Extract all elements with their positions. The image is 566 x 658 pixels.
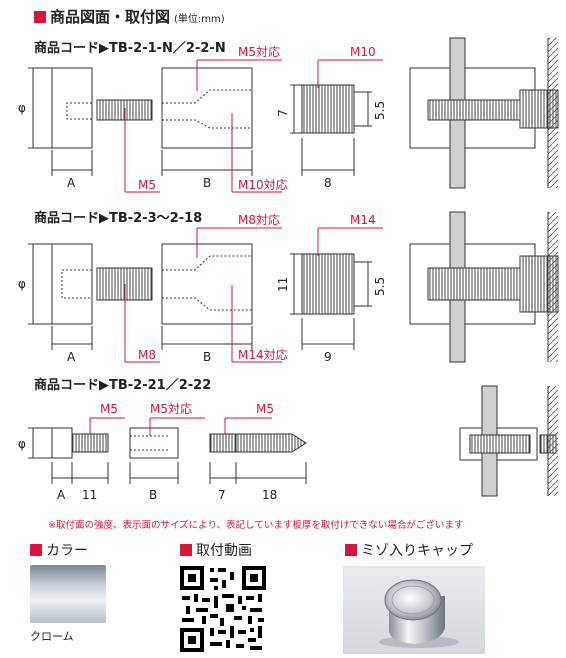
product-code-2: 商品コード▶TB-2-3〜2-18 [34, 211, 203, 226]
row3-dim-b: B [149, 488, 157, 502]
screw-m14 [301, 253, 355, 315]
mounting-note: ※取付面の強度、表示面のサイズにより、表記しています板厚を取付けできない場合がご… [48, 520, 464, 531]
row3-dim-7: 7 [218, 488, 226, 502]
cap-a-3 [51, 427, 73, 459]
cap-photo-illustration [379, 579, 459, 648]
row3-leaders [89, 417, 272, 436]
chrome-caption: クローム [30, 630, 74, 643]
body-b-3 [129, 427, 179, 459]
row2-dim-a: A [67, 350, 76, 364]
row3-m5-right: M5 [256, 402, 274, 416]
row1-m5-taio: M5対応 [238, 45, 280, 59]
asm3-wall [548, 386, 558, 496]
row2-leaders [124, 227, 383, 363]
section-cap-label: ミゾ入りキャップ [361, 543, 473, 559]
row2-dim-5-5: 5.5 [373, 277, 387, 296]
cap-photo [343, 566, 485, 654]
row2-m14-taio: M14対応 [238, 348, 288, 362]
asm2-wall [548, 212, 558, 362]
row1-dim-7: 7 [276, 109, 290, 117]
row2-dim-11: 11 [276, 277, 290, 292]
row3-assembly [459, 385, 558, 497]
page-title: 商品図面・取付図(単位:mm) [34, 6, 225, 27]
cap-a-hole-2 [61, 269, 92, 299]
row3-m5-taio: M5対応 [150, 402, 192, 416]
row2-m14: M14 [350, 213, 376, 227]
body-b-1 [161, 67, 253, 149]
row1-m5: M5 [138, 178, 156, 192]
section-cap-title: ミゾ入りキャップ [345, 540, 473, 560]
screw-m10 [301, 84, 355, 134]
body-b-hole-3 [130, 435, 168, 451]
row3-dim-a: A [57, 488, 66, 502]
section-color-label: カラー [46, 543, 88, 559]
row1-dim-a: A [67, 176, 76, 190]
row1-phi: φ [18, 101, 26, 115]
row1-dim-b: B [203, 176, 211, 190]
section-marker [180, 544, 192, 556]
row2-dim-b: B [203, 350, 211, 364]
row3-phi: φ [18, 437, 26, 451]
body-b-hole-2 [162, 255, 252, 311]
body-b-2 [161, 243, 253, 325]
chrome-swatch [30, 565, 106, 623]
row2-assembly [409, 211, 559, 363]
row3-dim-11: 11 [82, 488, 97, 502]
unit-label: (単位:mm) [174, 14, 225, 25]
wood-screw [235, 433, 307, 453]
section-marker [345, 544, 357, 556]
row1-assembly [409, 37, 559, 189]
title-marker [34, 11, 46, 23]
row2-m8-taio: M8対応 [238, 213, 280, 227]
row1-m10: M10 [350, 45, 376, 59]
cap-a-1 [51, 67, 93, 149]
row3-dim-18: 18 [262, 488, 277, 502]
qr-code[interactable] [180, 566, 266, 652]
section-video-label: 取付動画 [196, 543, 252, 559]
row2-phi: φ [18, 277, 26, 291]
row1-leaders [124, 59, 383, 193]
row1-m10-taio: M10対応 [238, 178, 288, 192]
section-color-title: カラー [30, 540, 88, 560]
cap-a-2 [51, 243, 93, 325]
row3-drawing [28, 427, 307, 484]
cap-a-hole-1 [66, 102, 92, 120]
row2-drawing [28, 243, 372, 350]
asm2-stud [427, 267, 524, 301]
wood-screw-head [209, 433, 237, 453]
row2-dim-9: 9 [324, 350, 332, 364]
stud-m5-3 [71, 433, 109, 453]
title-text: 商品図面・取付図 [50, 8, 171, 26]
section-marker [30, 544, 42, 556]
row1-dim-5-5: 5.5 [373, 101, 387, 120]
row1-dim-8: 8 [324, 176, 332, 190]
asm1-stud [427, 99, 524, 121]
asm3-stud [469, 434, 531, 454]
row1-drawing [28, 67, 372, 176]
section-video-title: 取付動画 [180, 540, 252, 560]
asm1-wall [548, 38, 558, 188]
body-b-hole-1 [162, 89, 252, 129]
product-code-3: 商品コード▶TB-2-21／2-22 [34, 378, 212, 393]
product-code-1: 商品コード▶TB-2-1-N／2-2-N [34, 41, 226, 56]
row3-m5-left: M5 [100, 402, 118, 416]
row2-m8: M8 [138, 348, 156, 362]
